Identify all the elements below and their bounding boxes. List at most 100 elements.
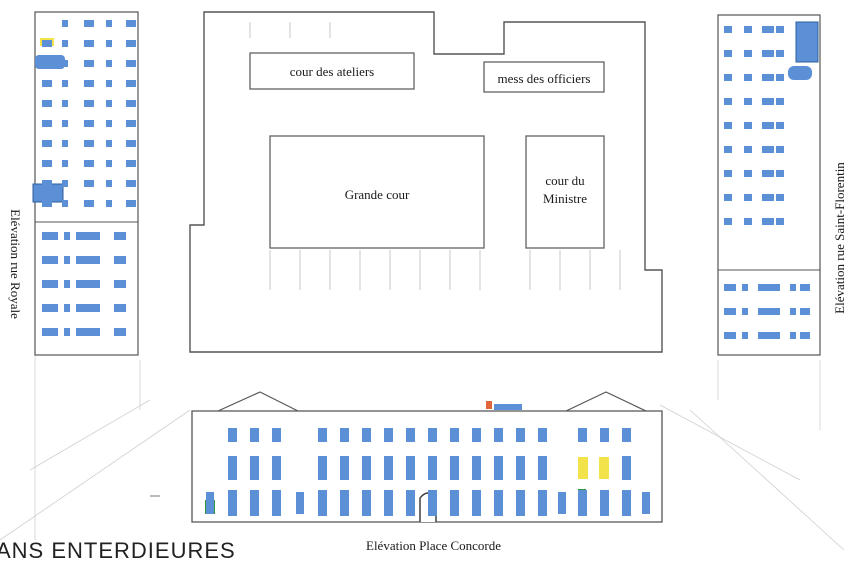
window-icon bbox=[724, 332, 736, 339]
window-icon bbox=[776, 98, 784, 105]
window-icon bbox=[228, 428, 237, 442]
window-icon bbox=[800, 284, 810, 291]
window-icon bbox=[62, 140, 68, 147]
window-icon bbox=[106, 60, 112, 67]
label-cour-ministre-2: Ministre bbox=[542, 191, 588, 206]
window-icon bbox=[724, 218, 732, 225]
window-icon bbox=[516, 490, 525, 516]
window-icon bbox=[272, 456, 281, 480]
window-icon bbox=[126, 140, 136, 147]
window-icon bbox=[758, 284, 780, 291]
window-icon bbox=[762, 26, 774, 33]
window-icon bbox=[76, 232, 100, 240]
window-icon bbox=[724, 170, 732, 177]
window-icon bbox=[790, 308, 796, 315]
window-icon bbox=[494, 456, 503, 480]
window-icon bbox=[250, 490, 259, 516]
window-icon bbox=[744, 122, 752, 129]
window-icon bbox=[318, 490, 327, 516]
window-icon bbox=[318, 456, 327, 480]
window-icon bbox=[384, 456, 393, 480]
window-icon bbox=[76, 304, 100, 312]
label-grande-cour: Grande cour bbox=[344, 187, 410, 202]
window-icon bbox=[428, 428, 437, 442]
window-icon bbox=[776, 26, 784, 33]
window-icon bbox=[114, 280, 126, 288]
window-icon bbox=[126, 100, 136, 107]
elevation-royale bbox=[32, 11, 139, 356]
window-icon bbox=[64, 232, 70, 240]
window-icon bbox=[106, 200, 112, 207]
window-icon bbox=[744, 98, 752, 105]
label-cour-ministre-1: cour du bbox=[545, 173, 585, 188]
window-icon bbox=[106, 40, 112, 47]
window-icon bbox=[62, 40, 68, 47]
window-icon bbox=[272, 490, 281, 516]
window-icon bbox=[776, 74, 784, 81]
window-icon bbox=[62, 200, 68, 207]
window-icon bbox=[42, 280, 58, 288]
window-icon bbox=[762, 194, 774, 201]
window-icon bbox=[340, 428, 349, 442]
window-icon bbox=[114, 232, 126, 240]
window-icon bbox=[758, 308, 780, 315]
window-icon bbox=[384, 490, 393, 516]
window-icon bbox=[228, 456, 237, 480]
construction-lines bbox=[0, 355, 844, 551]
window-icon bbox=[724, 284, 736, 291]
window-icon bbox=[600, 490, 609, 516]
window-icon bbox=[776, 218, 784, 225]
window-icon bbox=[114, 256, 126, 264]
window-icon bbox=[126, 200, 136, 207]
window-icon bbox=[250, 428, 259, 442]
window-icon bbox=[724, 74, 732, 81]
window-icon bbox=[758, 332, 780, 339]
window-icon bbox=[126, 20, 136, 27]
window-icon bbox=[84, 40, 94, 47]
label-mess-officiers: mess des officiers bbox=[497, 71, 591, 86]
window-icon bbox=[776, 50, 784, 57]
window-icon bbox=[126, 180, 136, 187]
window-icon bbox=[762, 74, 774, 81]
window-icon bbox=[64, 328, 70, 336]
window-icon bbox=[42, 160, 52, 167]
window-icon bbox=[114, 304, 126, 312]
window-icon bbox=[126, 160, 136, 167]
window-icon bbox=[724, 146, 732, 153]
window-icon bbox=[42, 60, 52, 67]
window-icon bbox=[578, 428, 587, 442]
window-icon bbox=[76, 256, 100, 264]
window-icon bbox=[776, 122, 784, 129]
window-icon bbox=[622, 428, 631, 442]
window-icon bbox=[406, 428, 415, 442]
window-icon bbox=[84, 140, 94, 147]
window-icon bbox=[64, 256, 70, 264]
concorde-windows bbox=[206, 428, 650, 516]
window-icon bbox=[538, 456, 547, 480]
window-icon bbox=[42, 140, 52, 147]
window-icon bbox=[62, 100, 68, 107]
window-icon bbox=[724, 194, 732, 201]
window-icon bbox=[42, 100, 52, 107]
window-icon bbox=[790, 284, 796, 291]
window-icon bbox=[64, 304, 70, 312]
window-icon bbox=[538, 428, 547, 442]
window-icon bbox=[516, 456, 525, 480]
window-icon bbox=[84, 100, 94, 107]
window-icon bbox=[724, 98, 732, 105]
window-icon bbox=[206, 492, 214, 514]
window-icon bbox=[428, 456, 437, 480]
window-icon bbox=[724, 308, 736, 315]
window-icon bbox=[62, 20, 68, 27]
window-icon bbox=[318, 428, 327, 442]
window-icon bbox=[84, 120, 94, 127]
interior-stubs bbox=[249, 22, 621, 290]
window-icon bbox=[406, 490, 415, 516]
window-icon bbox=[450, 428, 459, 442]
window-icon bbox=[362, 456, 371, 480]
window-icon bbox=[558, 492, 566, 514]
window-icon bbox=[76, 280, 100, 288]
window-icon bbox=[472, 490, 481, 516]
window-icon bbox=[744, 218, 752, 225]
